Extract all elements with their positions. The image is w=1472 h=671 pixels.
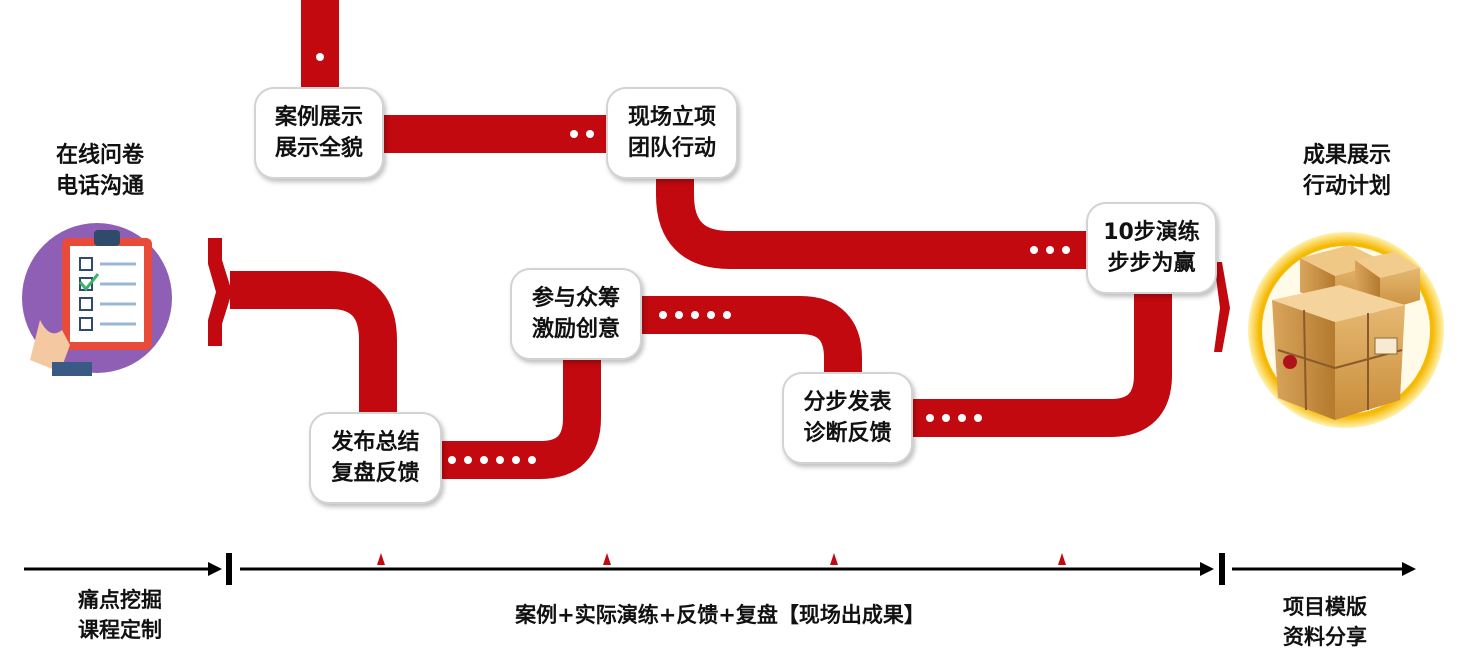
left-stage-label: 在线问卷 电话沟通 (30, 140, 170, 202)
node-line2: 复盘反馈 (331, 461, 420, 486)
entry-arrow (208, 238, 232, 346)
right-stage-line1: 成果展示 (1302, 143, 1391, 168)
timeline-right-line1: 项目模版 (1283, 595, 1367, 619)
node-step-presentation: 分步发表 诊断反馈 (782, 372, 913, 464)
left-stage-line2: 电话沟通 (55, 174, 144, 199)
node-onsite-project: 现场立项 团队行动 (606, 87, 738, 179)
node-ten-step-drill: 10步演练 步步为赢 (1086, 202, 1217, 294)
timeline-middle-text: 案例+实际演练+反馈+复盘【现场出成果】 (515, 603, 925, 627)
node-publish-summary: 发布总结 复盘反馈 (309, 412, 442, 504)
timeline-left-line1: 痛点挖掘 (78, 588, 162, 612)
node-line2: 团队行动 (627, 136, 716, 161)
path-dots (316, 53, 1070, 464)
node-line1: 案例展示 (274, 105, 363, 130)
clipboard-checklist-icon (22, 223, 172, 376)
timeline-left-line2: 课程定制 (78, 618, 162, 642)
node-line1: 参与众筹 (531, 286, 620, 311)
node-line2: 步步为赢 (1107, 251, 1196, 276)
timeline-markers (377, 553, 1066, 565)
timeline (24, 553, 1416, 585)
right-stage-line2: 行动计划 (1302, 174, 1391, 199)
left-stage-line1: 在线问卷 (55, 143, 144, 168)
node-line1: 发布总结 (331, 430, 420, 455)
node-line2: 展示全貌 (274, 136, 363, 161)
node-line1: 现场立项 (627, 105, 716, 130)
node-line1: 10步演练 (1103, 220, 1200, 245)
node-line2: 激励创意 (531, 317, 620, 342)
node-line1: 分步发表 (803, 390, 892, 415)
node-line2: 诊断反馈 (803, 421, 892, 446)
node-crowdfunding: 参与众筹 激励创意 (510, 268, 642, 360)
parcel-boxes-icon (1248, 232, 1444, 428)
timeline-left-label: 痛点挖掘 课程定制 (45, 585, 195, 645)
lower-flow-path (230, 271, 1172, 479)
right-stage-label: 成果展示 行动计划 (1272, 140, 1422, 202)
timeline-right-label: 项目模版 资料分享 (1250, 592, 1400, 652)
timeline-middle-label: 案例+实际演练+反馈+复盘【现场出成果】 (400, 600, 1040, 630)
timeline-right-line2: 资料分享 (1283, 625, 1367, 649)
exit-arrow (1214, 262, 1230, 352)
node-case-showcase: 案例展示 展示全貌 (254, 87, 384, 179)
